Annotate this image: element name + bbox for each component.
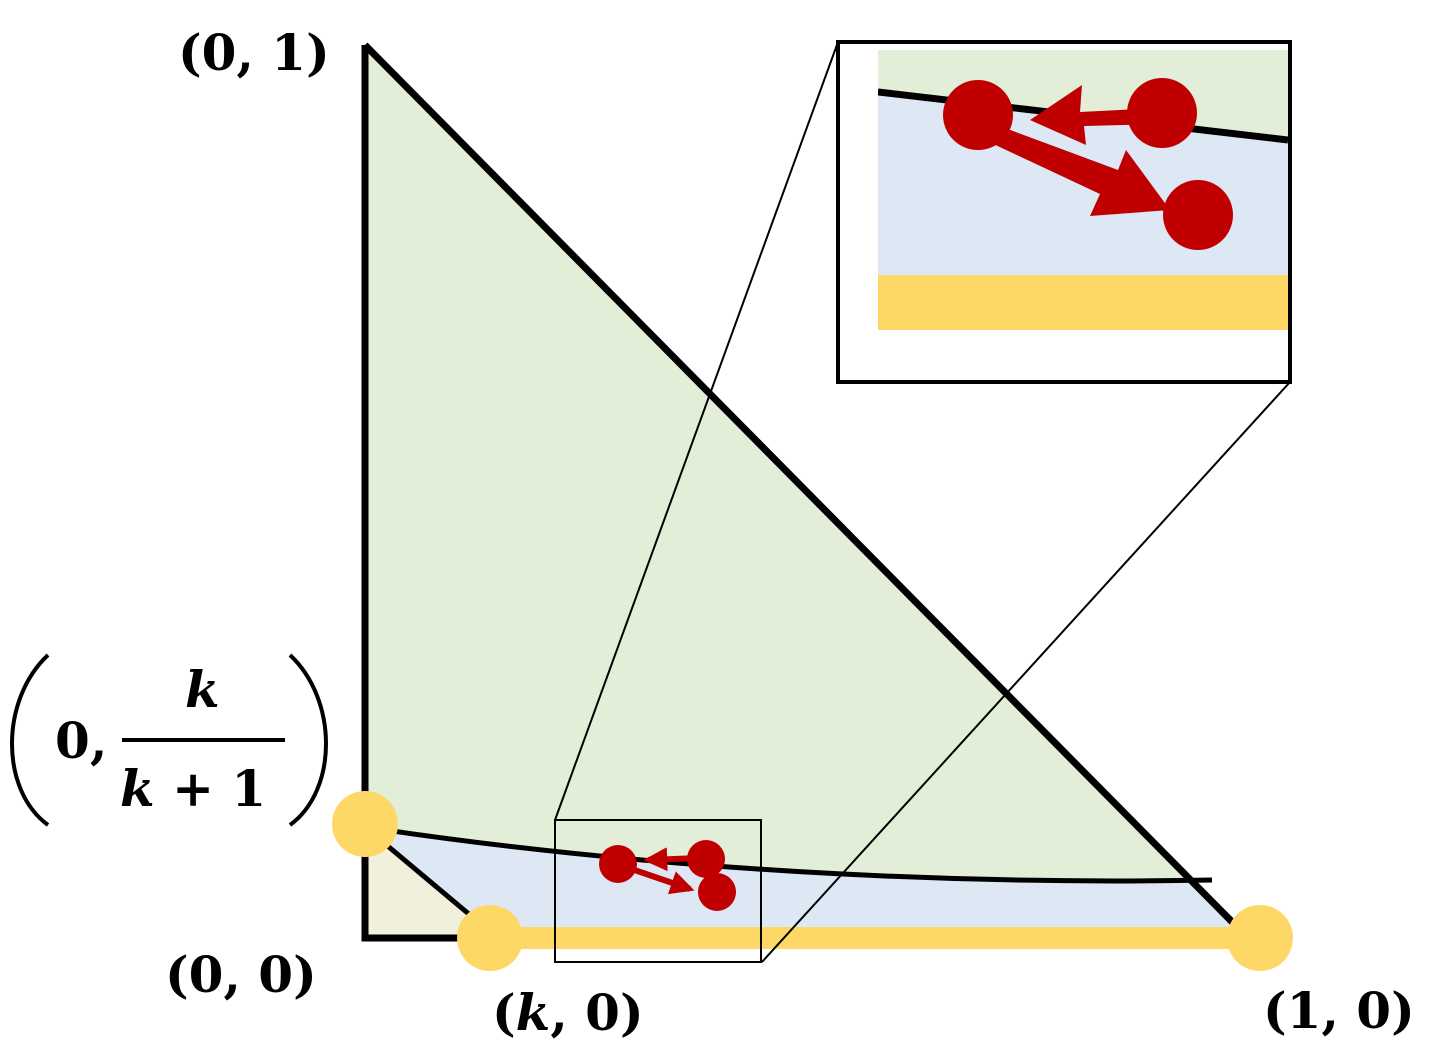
right-paren bbox=[288, 653, 328, 827]
zoom-box bbox=[554, 819, 762, 963]
zoom-inset bbox=[836, 40, 1292, 384]
inset-dot-right bbox=[1127, 78, 1197, 148]
left-paren bbox=[10, 653, 50, 827]
label-zero: 0 bbox=[55, 711, 90, 770]
connector-right bbox=[761, 381, 1291, 963]
inset-dot-left bbox=[943, 80, 1013, 150]
small-trajectory bbox=[599, 840, 736, 911]
label-k-point: (k, 0) bbox=[492, 983, 644, 1042]
point-one bbox=[1227, 905, 1293, 971]
label-k-over-k1: 0 , k k + 1 bbox=[10, 653, 328, 827]
label-comma: , bbox=[90, 711, 107, 770]
inset-dot-bottom bbox=[1163, 180, 1233, 250]
boundary-curve bbox=[364, 824, 1213, 884]
inset-yellow-band bbox=[878, 275, 1288, 330]
beige-region bbox=[365, 827, 470, 938]
small-dot-right bbox=[687, 840, 725, 878]
point-k bbox=[457, 905, 523, 971]
point-k-over-k1 bbox=[332, 791, 398, 857]
inset-frame bbox=[836, 40, 1292, 384]
label-origin: (0, 0) bbox=[165, 945, 317, 1004]
label-numerator: k bbox=[185, 660, 220, 719]
hypotenuse bbox=[362, 42, 1251, 941]
inset-arrow-down bbox=[972, 118, 1170, 216]
small-dot-left bbox=[599, 845, 637, 883]
inset-blue-region bbox=[878, 92, 1288, 330]
connector-left bbox=[554, 41, 839, 821]
small-dot-bottom bbox=[698, 873, 736, 911]
inset-arrow-left bbox=[1030, 85, 1162, 145]
label-denominator: k + 1 bbox=[120, 759, 266, 818]
label-top-vertex: (0, 1) bbox=[178, 23, 330, 82]
label-one-point: (1, 0) bbox=[1263, 981, 1415, 1040]
